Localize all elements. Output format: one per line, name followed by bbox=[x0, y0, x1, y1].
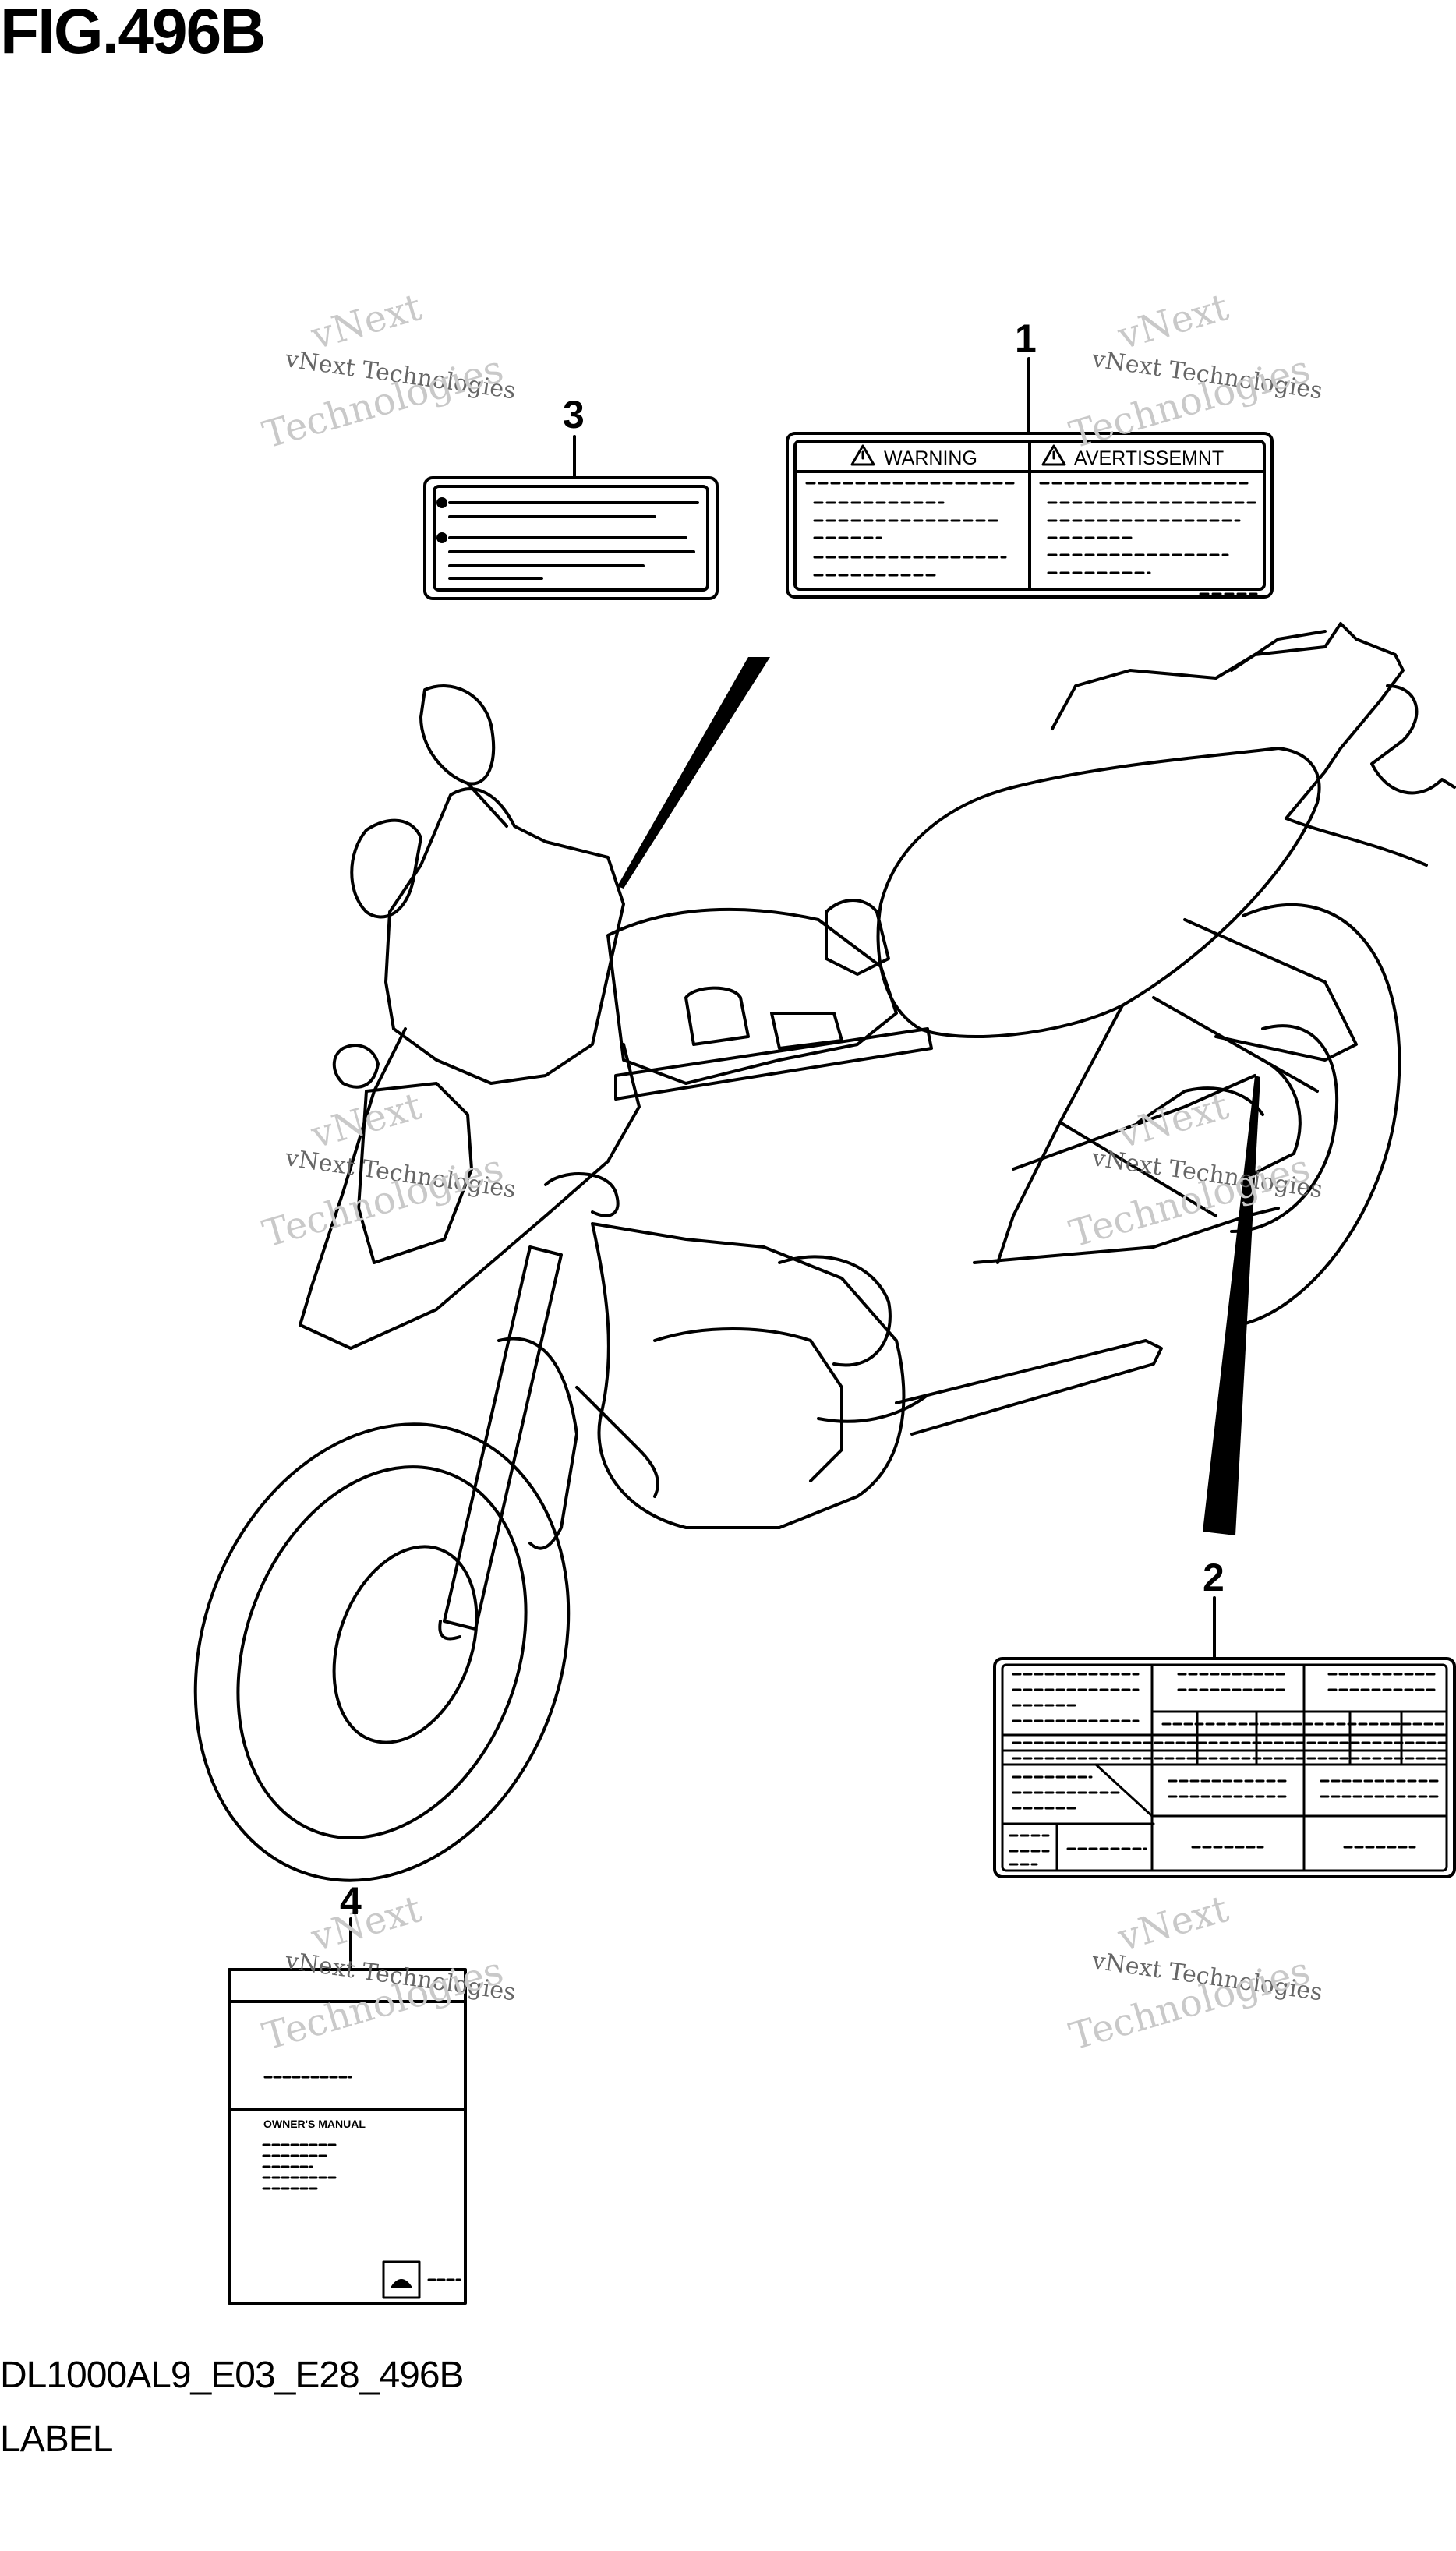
diagram-code: DL1000AL9_E03_E28_496B bbox=[0, 2355, 465, 2396]
callout-1: 1 bbox=[1015, 316, 1037, 360]
pointer-wedge-1 bbox=[617, 657, 770, 889]
label-3 bbox=[423, 476, 719, 600]
label-4 bbox=[228, 1968, 467, 2305]
watermarks: vNext Technologies vNext Technologies vN… bbox=[258, 285, 1324, 2059]
pointer-wedge-2 bbox=[1203, 1076, 1260, 1535]
watermark-text: vNext bbox=[306, 1887, 426, 1960]
motorcycle-drawing bbox=[193, 622, 1456, 1882]
label-4-heading: OWNER'S MANUAL bbox=[263, 2118, 366, 2130]
figure-title: FIG.496B bbox=[0, 0, 266, 67]
label-1-left-heading: WARNING bbox=[884, 447, 977, 469]
label-2 bbox=[993, 1657, 1456, 1878]
callout-4: 4 bbox=[340, 1879, 362, 1923]
watermark-text: vNext bbox=[306, 285, 426, 359]
callout-2: 2 bbox=[1203, 1556, 1225, 1599]
watermark-text: vNext bbox=[1112, 1887, 1233, 1960]
callout-3: 3 bbox=[563, 393, 585, 436]
watermark-text: vNext bbox=[1112, 1084, 1233, 1157]
label-1-right-heading: AVERTISSEMNT bbox=[1074, 447, 1224, 469]
watermark-text: vNext bbox=[1112, 285, 1233, 359]
diagram-name: LABEL bbox=[0, 2419, 113, 2460]
